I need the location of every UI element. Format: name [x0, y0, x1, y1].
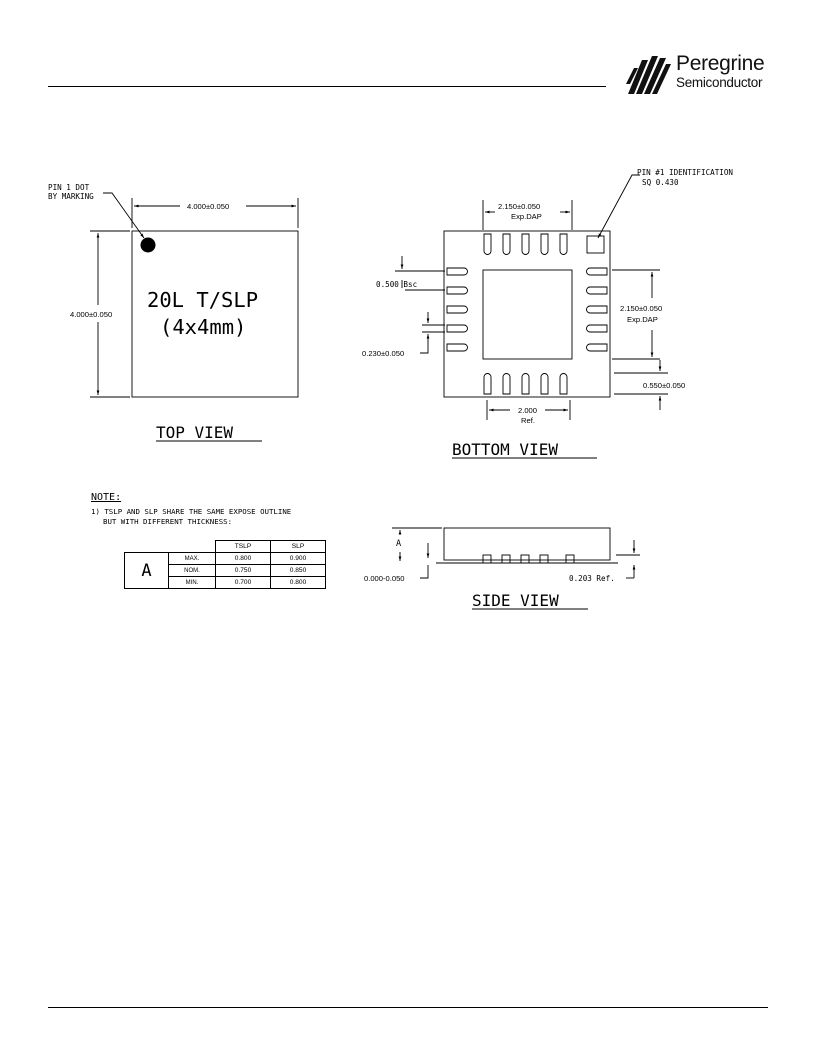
table-cell: 0.700	[215, 576, 271, 589]
brand-name-line2: Semiconductor	[676, 75, 763, 90]
exposed-pad	[482, 269, 573, 360]
bottom-pads	[483, 373, 568, 395]
table-cell: 0.850	[270, 564, 326, 577]
top-view-caption: TOP VIEW	[156, 423, 233, 442]
dap-height-line1: 2.150±0.050	[620, 304, 662, 313]
bottom-view-body	[443, 230, 611, 398]
pin1-id-line1: PIN #1 IDENTIFICATION	[637, 168, 733, 177]
table-row-label: MAX.	[168, 552, 216, 565]
dap-width-line2: Exp.DAP	[511, 212, 542, 221]
right-pads	[586, 267, 608, 352]
table-cell: 0.900	[270, 552, 326, 565]
package-size: (4x4mm)	[160, 315, 246, 339]
top-view-body	[131, 230, 299, 398]
table-symbol: A	[124, 552, 169, 589]
table-cell: 0.800	[270, 576, 326, 589]
table-row: NOM. 0.750 0.850	[125, 564, 326, 577]
peregrine-stripes-icon	[626, 56, 671, 94]
footer-rule	[48, 1007, 768, 1008]
pin1-leader	[103, 192, 145, 239]
lead-width-dim: 0.230±0.050	[362, 349, 404, 358]
brand-name-line1: Peregrine	[676, 52, 765, 75]
lead-length-dim: 0.550±0.050	[643, 381, 685, 390]
side-height-label: A	[396, 539, 401, 549]
pin1-label-line2: BY MARKING	[48, 192, 94, 201]
table-row: MIN. 0.700 0.800	[125, 576, 326, 589]
side-view-body	[443, 527, 611, 561]
standoff-dim: 0.000-0.050	[364, 574, 405, 583]
pin1-id-square	[586, 235, 605, 254]
header-rule	[48, 86, 606, 87]
top-pads	[483, 233, 568, 255]
ref-dim-line1: 2.000	[518, 406, 537, 415]
dap-height-line2: Exp.DAP	[627, 315, 658, 324]
top-width-dim: 4.000±0.050	[187, 202, 229, 211]
thickness-table: TSLP SLP A MAX. 0.800 0.900 NOM. 0.750 0…	[124, 540, 326, 589]
pin1-id-line2: SQ 0.430	[642, 178, 679, 187]
pitch-dim: 0.500 Bsc	[376, 280, 417, 289]
pin1-dot	[140, 237, 156, 253]
left-pads	[446, 267, 468, 352]
note-title: NOTE:	[91, 492, 122, 503]
note-line1: 1) TSLP AND SLP SHARE THE SAME EXPOSE OU…	[91, 507, 292, 516]
table-row: A MAX. 0.800 0.900	[124, 552, 326, 589]
peregrine-logo: Peregrine Semiconductor	[626, 52, 776, 98]
ref-dim-line2: Ref.	[521, 416, 535, 425]
side-view-caption: SIDE VIEW	[472, 591, 559, 610]
dap-width-line1: 2.150±0.050	[498, 202, 540, 211]
bottom-view-caption: BOTTOM VIEW	[452, 440, 558, 459]
table-row-label: NOM.	[168, 564, 216, 577]
package-name: 20L T/SLP	[147, 288, 258, 312]
table-row-label: MIN.	[168, 576, 216, 589]
top-height-dim: 4.000±0.050	[70, 310, 112, 319]
table-cell: 0.800	[215, 552, 271, 565]
note-line2: BUT WITH DIFFERENT THICKNESS:	[103, 517, 233, 526]
table-header-tslp: TSLP	[215, 540, 271, 553]
pin1-label-line1: PIN 1 DOT	[48, 183, 90, 192]
table-cell: 0.750	[215, 564, 271, 577]
table-header-slp: SLP	[270, 540, 326, 553]
side-leads	[482, 554, 575, 564]
lead-thickness-dim: 0.203 Ref.	[569, 574, 615, 583]
